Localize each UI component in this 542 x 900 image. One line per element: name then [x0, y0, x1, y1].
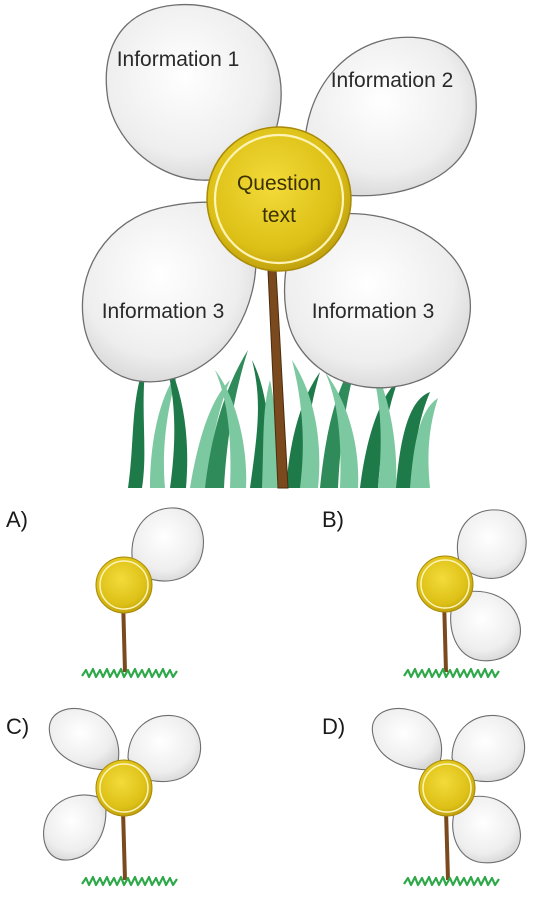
option-a-center-ring	[99, 560, 149, 610]
option-b-label: B)	[322, 507, 344, 532]
option-c-stem	[121, 810, 127, 880]
option-d-center-ring	[422, 763, 472, 813]
option-a-grass	[81, 667, 178, 679]
petal-bottom-left	[81, 201, 257, 383]
petal-bottom-right	[283, 212, 471, 389]
option-d-grass	[403, 875, 500, 887]
petal-top-right	[304, 36, 477, 197]
option-c-label: C)	[6, 714, 29, 739]
petal-label-3: Information 3	[102, 300, 225, 323]
grass-clump	[128, 345, 438, 488]
option-d-center	[418, 759, 476, 817]
option-d-label: D)	[322, 714, 345, 739]
option-b-petal-lower	[450, 590, 521, 662]
option-c-center	[95, 759, 153, 817]
option-b-stem	[442, 598, 448, 672]
option-c-petal-top-left	[48, 707, 120, 771]
option-d-petal-top-right	[451, 714, 526, 783]
option-d-stem	[444, 810, 450, 880]
option-b-petal-upper	[456, 509, 527, 579]
petal-label-4: Information 3	[312, 300, 435, 323]
option-a-petal	[131, 507, 204, 582]
flower-center	[206, 126, 352, 272]
option-b-grass	[403, 667, 500, 679]
option-c-petal-bottom-left	[43, 794, 107, 861]
option-a-flower	[81, 507, 204, 679]
center-text-line1: Question	[237, 172, 321, 195]
option-c-petal-top-right	[127, 714, 202, 783]
petal-label-1: Information 1	[117, 48, 240, 71]
option-a-center	[95, 556, 153, 614]
option-c-flower	[43, 707, 202, 887]
option-d-petal-top-left	[371, 707, 443, 771]
option-c-center-ring	[99, 763, 149, 813]
center-text-line2: text	[262, 204, 296, 227]
option-b-center	[416, 555, 474, 613]
main-flower: Information 1 Information 2 Information …	[81, 3, 477, 489]
petal-label-2: Information 2	[331, 69, 454, 92]
option-b-flower	[403, 509, 527, 679]
option-a-label: A)	[6, 507, 28, 532]
option-d-flower	[371, 707, 526, 887]
option-b-center-ring	[420, 559, 470, 609]
flower-center-ring	[213, 133, 345, 265]
option-c-grass	[81, 875, 178, 887]
option-d-petal-bottom-right	[452, 795, 521, 864]
option-a-stem	[121, 598, 127, 672]
petal-top-left	[105, 3, 282, 181]
